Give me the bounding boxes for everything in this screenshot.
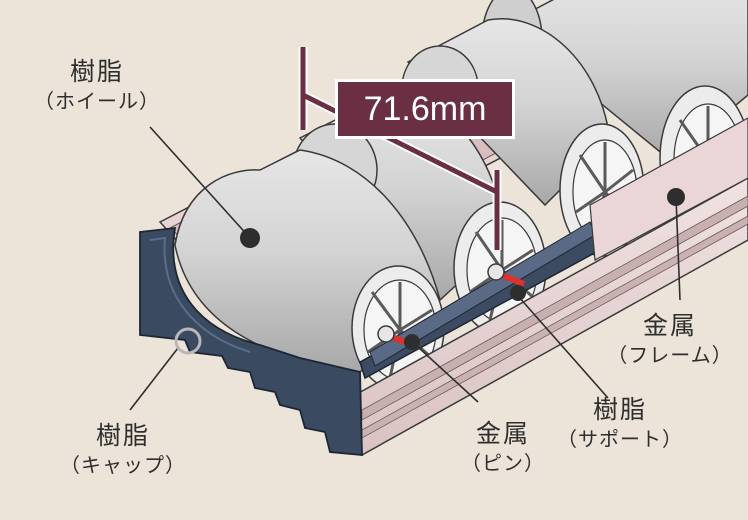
end-cap bbox=[139, 226, 363, 456]
label-support-part: （サポート） bbox=[557, 427, 683, 451]
label-frame-part: （フレーム） bbox=[607, 343, 733, 367]
roller-1 bbox=[174, 149, 445, 391]
pins bbox=[377, 263, 526, 349]
front-frame-rail bbox=[354, 117, 748, 457]
label-wheel-part: （ホイール） bbox=[34, 89, 160, 113]
label-pin-part: （ピン） bbox=[461, 451, 545, 475]
dimension-label: 71.6mm bbox=[335, 79, 515, 139]
leader-lines bbox=[129, 126, 681, 411]
label-pin: 金属 （ピン） bbox=[448, 418, 558, 477]
label-support-material: 樹脂 bbox=[592, 395, 647, 424]
label-wheel: 樹脂 （ホイール） bbox=[22, 56, 172, 115]
label-support: 樹脂 （サポート） bbox=[545, 394, 695, 453]
label-pin-material: 金属 bbox=[475, 419, 530, 448]
label-cap-part: （キャップ） bbox=[60, 453, 186, 477]
label-wheel-material: 樹脂 bbox=[69, 57, 124, 86]
label-frame-material: 金属 bbox=[642, 311, 697, 340]
label-cap: 樹脂 （キャップ） bbox=[48, 420, 198, 479]
marker-dots bbox=[174, 188, 685, 355]
label-frame: 金属 （フレーム） bbox=[600, 310, 740, 369]
label-cap-material: 樹脂 bbox=[95, 421, 150, 450]
